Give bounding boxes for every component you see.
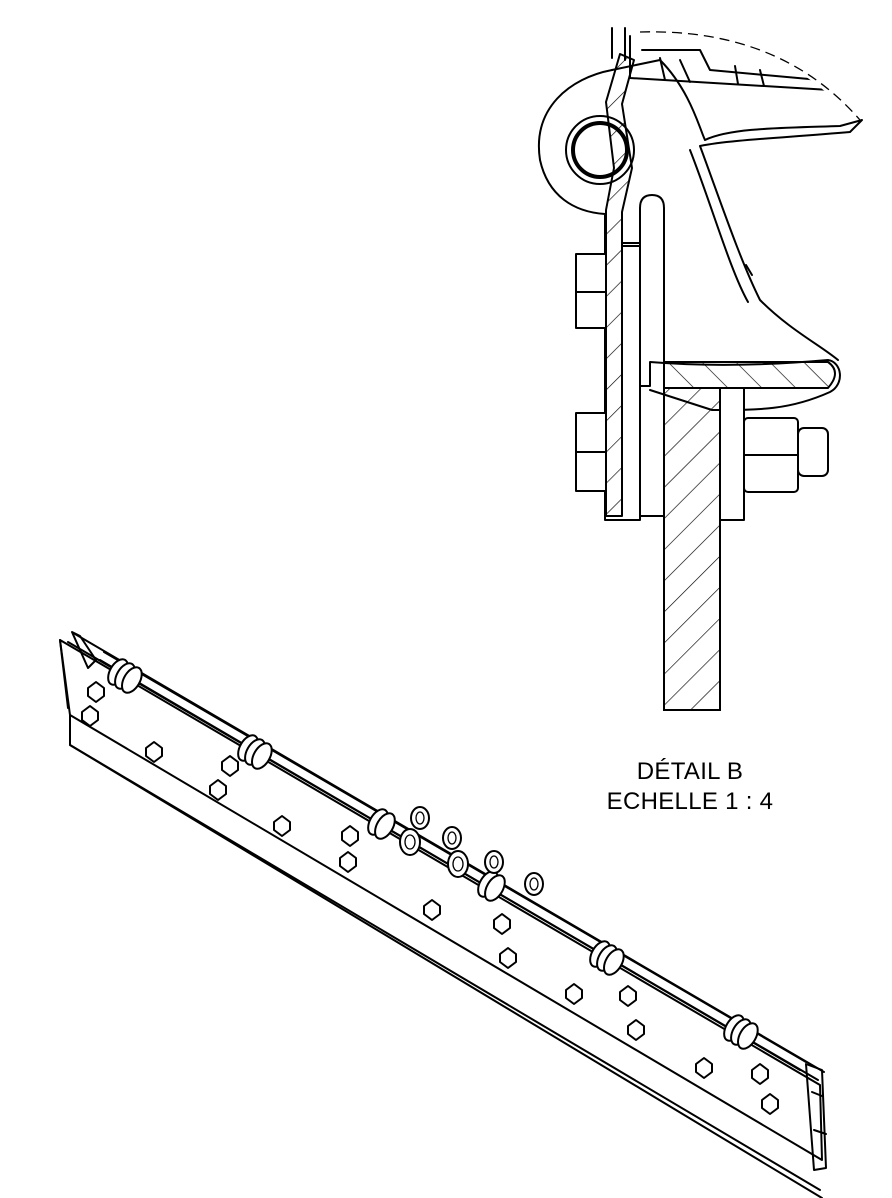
bolt-head-upper	[575, 253, 607, 329]
bracket-flange	[663, 361, 836, 389]
detail-title: DÉTAIL B	[636, 758, 744, 785]
detail-b-section-view	[537, 27, 863, 711]
bolt-heads	[81, 681, 779, 1115]
bolt-head-lower	[575, 412, 607, 492]
center-eyelets	[399, 806, 544, 896]
bent-plate	[605, 53, 635, 517]
clamp-plate	[719, 387, 745, 521]
blade-front-face	[59, 639, 823, 1161]
isometric-scraper-assembly	[59, 631, 827, 1198]
detail-scale: ECHELLE 1 : 4	[606, 788, 774, 815]
nut	[743, 417, 829, 493]
scraper-blade	[663, 387, 721, 711]
hinge-knuckles	[107, 658, 759, 1050]
inner-plate	[639, 194, 665, 517]
detail-boundary-arc	[639, 31, 861, 121]
